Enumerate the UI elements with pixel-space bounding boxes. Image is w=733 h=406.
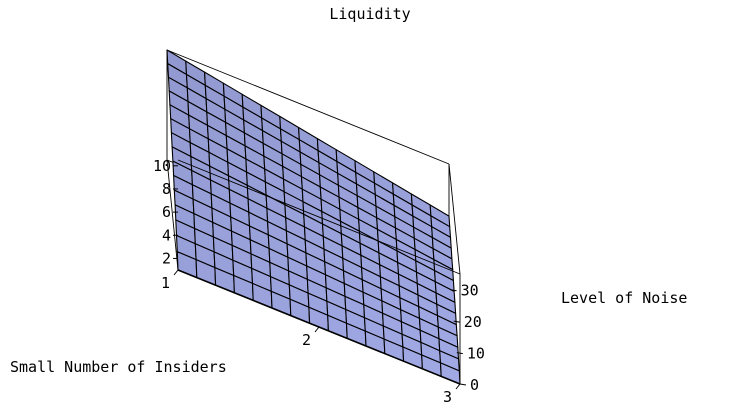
x-tick-label: 2: [302, 331, 311, 349]
z-tick-label: 4: [162, 226, 171, 244]
box-edge-front: [448, 163, 461, 275]
box-edge-back: [166, 49, 450, 165]
box-edge-front: [177, 159, 461, 275]
y-tick-mark: [456, 352, 463, 355]
surface-mesh: [166, 49, 461, 385]
z-tick-label: 6: [162, 203, 171, 221]
y-tick-label: 10: [467, 345, 485, 363]
y-tick-mark: [453, 320, 460, 323]
x-tick-label: 3: [443, 388, 452, 406]
y-tick-label: 20: [464, 313, 482, 331]
z-tick-label: 2: [162, 249, 171, 267]
x-tick-label: 1: [161, 274, 170, 292]
x-tick-mark: [455, 383, 461, 390]
z-tick-label: 10: [153, 157, 171, 175]
y-tick-mark: [450, 289, 457, 292]
axis-ticks: 1 2 30 10 20 30 2 4 6 8 10: [153, 157, 485, 406]
chart-title: Liquidity: [329, 5, 410, 23]
x-axis-label: Small Number of Insiders: [10, 358, 227, 376]
box-edge-back: [166, 159, 179, 271]
y-tick-label: 0: [470, 376, 479, 394]
y-axis-label: Level of Noise: [561, 289, 687, 307]
x-tick-mark: [314, 326, 320, 333]
y-tick-mark: [459, 383, 467, 386]
y-tick-label: 30: [461, 282, 479, 300]
x-tick-mark: [173, 269, 179, 276]
z-tick-label: 8: [162, 180, 171, 198]
